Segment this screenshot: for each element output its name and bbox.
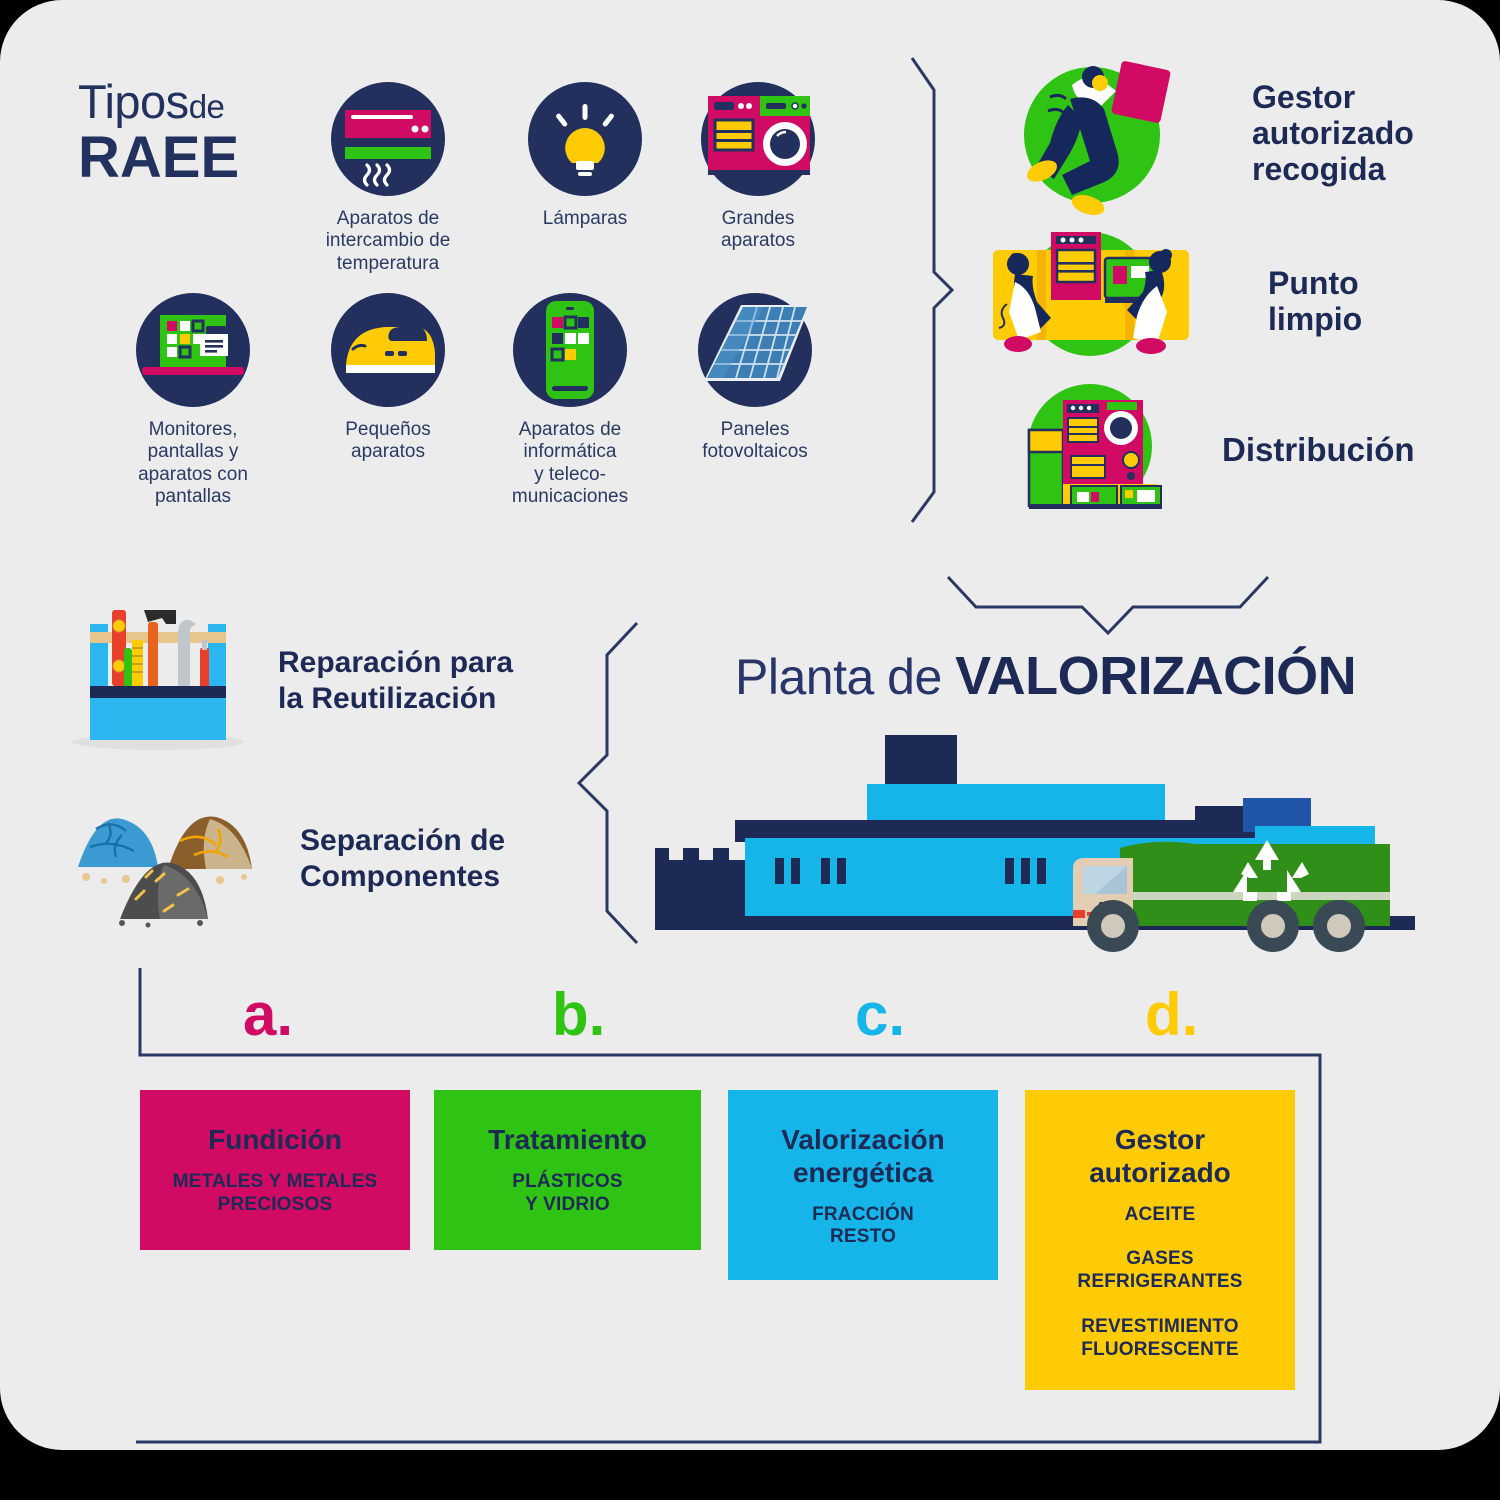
iron-icon	[331, 293, 445, 407]
stream-letter-a: a.	[243, 981, 294, 1048]
page-title: Tiposde RAEE	[78, 78, 348, 187]
material-piles-icon	[60, 795, 280, 928]
laptop-screen-icon	[136, 293, 250, 407]
stream-letter-b: b.	[552, 981, 606, 1048]
plant-title-light: Planta de	[735, 649, 956, 705]
bracket-raee-to-channels	[910, 57, 955, 523]
stream-heading: Fundición	[208, 1124, 342, 1155]
plant-title: Planta de VALORIZACIÓN	[735, 645, 1357, 707]
raee-type-label: Lámparas	[542, 208, 628, 229]
solar-panel-icon	[698, 293, 812, 407]
stream-letter-c: c.	[855, 981, 906, 1048]
channel-icon-gestor	[1010, 55, 1180, 220]
raee-type-lamparas[interactable]: Lámparas	[495, 82, 675, 230]
brace-plant-to-outputs	[576, 621, 639, 945]
brace-to-plant	[946, 575, 1270, 636]
plant-title-bold: VALORIZACIÓN	[955, 646, 1357, 706]
channel-label-distribucion: Distribución	[1222, 431, 1415, 468]
title-raee: RAEE	[78, 125, 240, 190]
stream-letter-d: d.	[1145, 981, 1199, 1048]
air-conditioner-icon	[331, 82, 445, 196]
title-line-one: Tiposde	[78, 78, 348, 125]
large-appliances-icon	[701, 82, 815, 196]
bracket-streams	[136, 968, 1322, 1444]
title-de: de	[188, 88, 225, 125]
title-tipos: Tipos	[78, 75, 189, 128]
stream-heading: Tratamiento	[488, 1124, 647, 1155]
plant-and-truck-icon	[655, 735, 1415, 952]
toolbox-icon	[68, 600, 248, 750]
smartphone-icon	[513, 293, 627, 407]
channel-icon-distribucion	[1015, 368, 1175, 513]
lightbulb-icon	[528, 82, 642, 196]
channel-icon-punto-limpio	[985, 222, 1195, 362]
stream-subline: ACEITE	[1124, 1203, 1196, 1225]
